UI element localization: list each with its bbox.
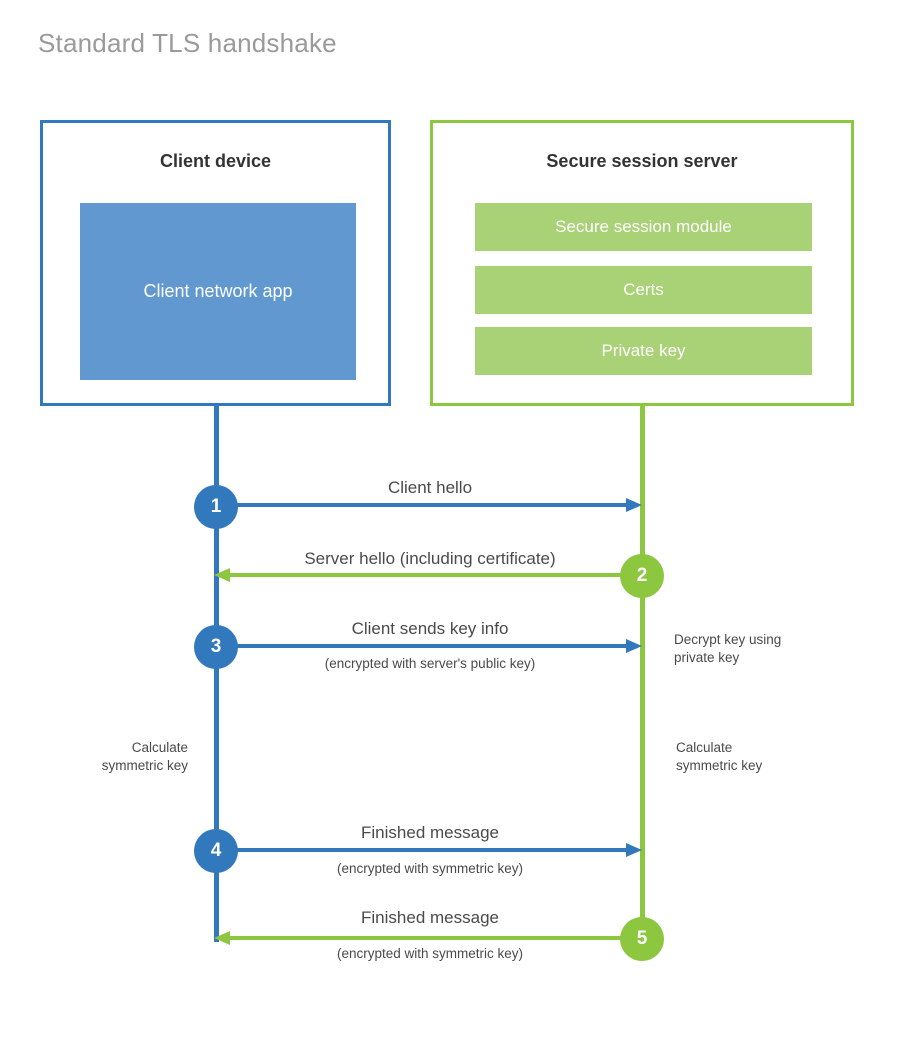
client-lifeline	[214, 403, 219, 942]
server-component-private-key: Private key	[475, 327, 812, 375]
message-label-1: Client hello	[387, 478, 473, 497]
server-component-certs: Certs	[475, 266, 812, 314]
message-arrow-5	[214, 931, 642, 945]
message-arrow-3	[216, 639, 642, 653]
message-arrow-2	[214, 568, 642, 582]
message-sublabel-4: (encrypted with symmetric key)	[336, 861, 524, 876]
message-arrow-1	[216, 498, 642, 512]
note-calculate-symmetric-key-client: Calculate symmetric key	[101, 740, 188, 774]
note-calculate-symmetric-key-server: Calculate symmetric key	[676, 740, 763, 774]
message-label-4: Finished message	[361, 823, 499, 842]
secure-session-server-title: Secure session server	[546, 151, 738, 171]
step-marker-4: 4	[194, 829, 238, 873]
message-sublabel-3: (encrypted with server's public key)	[324, 656, 536, 671]
step-marker-1: 1	[194, 485, 238, 529]
note-decrypt-key: Decrypt key using private key	[674, 632, 782, 666]
step-marker-3: 3	[194, 625, 238, 669]
step-marker-2: 2	[620, 554, 664, 598]
client-device-title: Client device	[159, 151, 272, 171]
step-marker-5: 5	[620, 917, 664, 961]
message-arrow-4	[216, 843, 642, 857]
message-label-5: Finished message	[361, 908, 499, 927]
page-title: Standard TLS handshake	[38, 28, 337, 58]
client-device-panel: Client device Client network app	[40, 120, 391, 406]
secure-session-server-panel: Secure session server Secure session mod…	[430, 120, 854, 406]
client-network-app-block: Client network app	[80, 203, 356, 380]
server-component-secure-session-module: Secure session module	[475, 203, 812, 251]
message-sublabel-5: (encrypted with symmetric key)	[336, 946, 524, 961]
message-label-2: Server hello (including certificate)	[304, 549, 556, 568]
server-lifeline	[640, 403, 645, 939]
message-label-3: Client sends key info	[351, 619, 509, 638]
